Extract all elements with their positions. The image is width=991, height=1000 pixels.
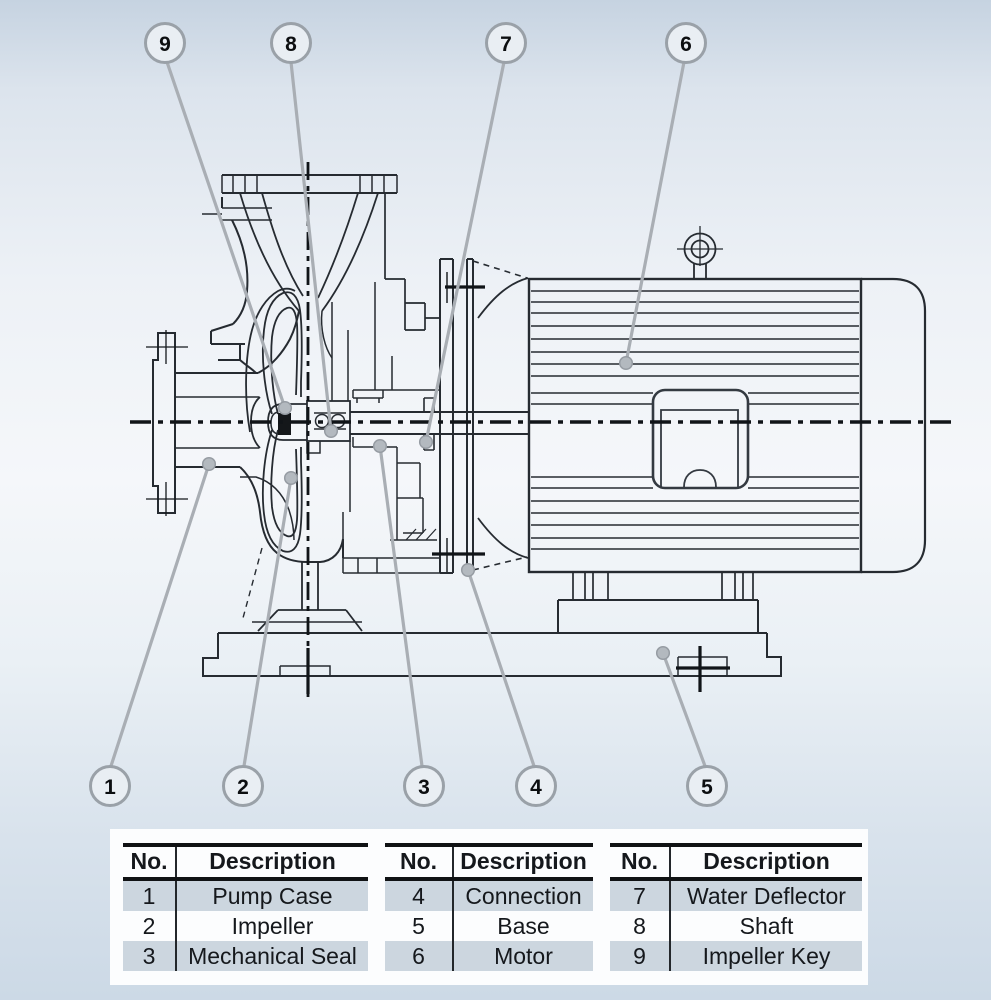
row-number: 6: [385, 941, 454, 971]
row-description: Water Deflector: [670, 879, 862, 911]
legend-table-3: No. Description 7 Water Deflector 8 Shaf…: [610, 843, 862, 971]
centerlines: [130, 162, 958, 697]
table-row: 2 Impeller: [123, 911, 368, 941]
svg-text:8: 8: [285, 33, 297, 56]
table-row: 9 Impeller Key: [610, 941, 862, 971]
callout-7: 7: [485, 22, 527, 64]
svg-text:2: 2: [237, 776, 249, 799]
pump-case: [202, 193, 440, 574]
row-description: Impeller Key: [670, 941, 862, 971]
callout-4: 4: [515, 765, 557, 807]
callout-8: 8: [270, 22, 312, 64]
row-number: 5: [385, 911, 454, 941]
connection-bracket: [439, 258, 529, 574]
table-row: 3 Mechanical Seal: [123, 941, 368, 971]
callout-3: 3: [403, 765, 445, 807]
row-description: Connection: [453, 879, 593, 911]
col-header-no: No.: [123, 843, 177, 881]
discharge-funnel: [239, 192, 379, 312]
row-description: Impeller: [231, 912, 314, 939]
svg-text:9: 9: [159, 33, 171, 56]
col-header-description: Description: [176, 843, 368, 881]
svg-text:3: 3: [418, 776, 430, 799]
row-number: 3: [123, 941, 177, 971]
row-description: Pump Case: [176, 879, 368, 911]
svg-text:5: 5: [701, 776, 713, 799]
col-header-description: Description: [670, 843, 862, 881]
row-description: Mechanical Seal: [176, 941, 368, 971]
callout-9: 9: [144, 22, 186, 64]
junction-box: [651, 388, 750, 490]
table-row: 7 Water Deflector: [610, 879, 862, 911]
col-header-description: Description: [453, 843, 593, 881]
row-number: 1: [123, 879, 177, 911]
table-row: 5 Base: [385, 911, 593, 941]
motor-body: [527, 277, 927, 574]
motor-fins: [531, 290, 859, 550]
motor-feet: [572, 572, 754, 600]
callouts: 1 2 3 4 5 6 7 8: [89, 22, 728, 807]
eyebolt: [677, 226, 723, 279]
leader-dots: [201, 355, 671, 661]
legend-table-1: No. Description 1 Pump Case 2 Impeller 3…: [123, 843, 368, 971]
discharge-flange: [221, 174, 398, 194]
svg-text:6: 6: [680, 33, 692, 56]
col-header-no: No.: [385, 843, 454, 881]
pump-pedestal: [242, 547, 363, 632]
row-number: 7: [610, 879, 671, 911]
callout-6: 6: [665, 22, 707, 64]
row-description: Base: [497, 912, 550, 939]
table-row: 1 Pump Case: [123, 879, 368, 911]
svg-text:7: 7: [500, 33, 512, 56]
callout-5: 5: [686, 765, 728, 807]
callout-1: 1: [89, 765, 131, 807]
svg-text:4: 4: [530, 776, 542, 799]
table-row: 6 Motor: [385, 941, 593, 971]
row-number: 4: [385, 879, 454, 911]
svg-text:1: 1: [104, 776, 116, 799]
suction-flange: [146, 330, 188, 516]
leader-lines: [109, 60, 707, 768]
legend-table-2: No. Description 4 Connection 5 Base 6 Mo…: [385, 843, 593, 971]
table-row: 4 Connection: [385, 879, 593, 911]
impeller-key: [278, 413, 291, 435]
legend-panel: No. Description 1 Pump Case 2 Impeller 3…: [110, 829, 868, 985]
base-plate: [202, 632, 782, 677]
row-description: Shaft: [739, 912, 794, 939]
col-header-no: No.: [610, 843, 671, 881]
row-number: 9: [610, 941, 671, 971]
row-number: 2: [123, 911, 177, 941]
motor-pedestal: [557, 599, 759, 633]
impeller: [245, 287, 307, 553]
callout-2: 2: [222, 765, 264, 807]
row-number: 8: [610, 911, 671, 941]
table-row: 8 Shaft: [610, 911, 862, 941]
row-description: Motor: [453, 941, 593, 971]
